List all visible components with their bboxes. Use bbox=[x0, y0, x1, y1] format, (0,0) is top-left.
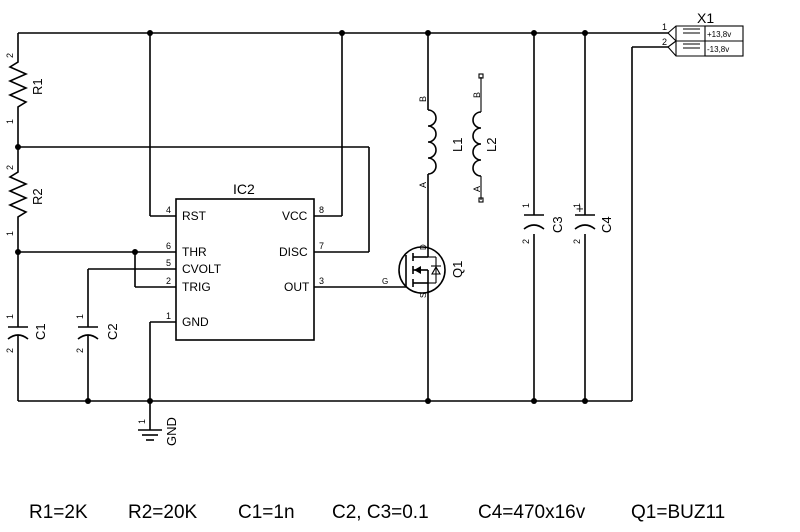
c4-pin2: 2 bbox=[572, 239, 582, 244]
ground-symbol: 1 GND bbox=[137, 417, 179, 446]
q1-drain-label: D bbox=[419, 244, 428, 250]
gnd-label: GND bbox=[164, 417, 179, 446]
x1-pin2-label: -13,8v bbox=[707, 45, 729, 54]
x1-label: X1 bbox=[697, 10, 714, 26]
ic-pin-rst-label: RST bbox=[182, 209, 207, 223]
ic-pin-3-number: 3 bbox=[319, 276, 324, 286]
l2-terminal-b: B bbox=[472, 92, 482, 98]
ic2-label: IC2 bbox=[233, 181, 255, 197]
capacitor-c4: + C4 1 2 bbox=[572, 201, 614, 244]
c3-label: C3 bbox=[550, 216, 565, 233]
l2-label: L2 bbox=[484, 138, 499, 152]
capacitor-c1: C1 1 2 bbox=[5, 314, 48, 353]
c3-pin2: 2 bbox=[521, 239, 531, 244]
ic-pin-5-number: 5 bbox=[166, 258, 171, 268]
connector-x1: X1 1 2 +13,8v -13,8v bbox=[662, 10, 744, 57]
r2-pin1: 1 bbox=[5, 231, 15, 236]
x1-pin1-number: 1 bbox=[662, 22, 667, 32]
caption-q1: Q1=BUZ11 bbox=[631, 502, 725, 523]
ic-pin-disc-label: DISC bbox=[279, 245, 308, 259]
resistor-r1: R1 2 1 bbox=[5, 53, 45, 124]
l1-label: L1 bbox=[450, 138, 465, 152]
capacitor-c3: C3 1 2 bbox=[521, 203, 565, 244]
c2-pin1: 1 bbox=[75, 314, 85, 319]
ic-pin-vcc-label: VCC bbox=[282, 209, 308, 223]
c4-pin1: 1 bbox=[572, 203, 582, 208]
c1-pin1: 1 bbox=[5, 314, 15, 319]
r1-pin2: 2 bbox=[5, 53, 15, 58]
mosfet-q1: Q1 G D S bbox=[382, 240, 465, 300]
ic-pin-thr-label: THR bbox=[182, 245, 207, 259]
ic-pin-8-number: 8 bbox=[319, 205, 324, 215]
q1-source-label: S bbox=[419, 293, 428, 298]
ic-pin-1-number: 1 bbox=[166, 311, 171, 321]
q1-gate-label: G bbox=[382, 277, 388, 286]
l1-terminal-b: B bbox=[418, 96, 428, 102]
component-values-caption: R1=2K R2=20K C1=1n C2, C3=0.1 C4=470x16v… bbox=[29, 502, 725, 523]
inductor-l2: L2 B A bbox=[472, 73, 499, 203]
wires bbox=[17, 32, 668, 430]
inductor-l1: L1 B A bbox=[418, 96, 465, 188]
junction-dots bbox=[15, 30, 588, 404]
caption-r2: R2=20K bbox=[128, 502, 198, 523]
r2-pin2: 2 bbox=[5, 165, 15, 170]
r1-pin1: 1 bbox=[5, 119, 15, 124]
gnd-pin-number: 1 bbox=[137, 419, 147, 424]
c4-polarity-mark: + bbox=[576, 201, 584, 216]
c3-pin1: 1 bbox=[521, 203, 531, 208]
caption-c2c3: C2, C3=0.1 bbox=[332, 502, 429, 523]
r2-label: R2 bbox=[30, 188, 45, 205]
c1-label: C1 bbox=[33, 323, 48, 340]
ic-pin-cvolt-label: CVOLT bbox=[182, 262, 222, 276]
r1-label: R1 bbox=[30, 78, 45, 95]
l1-terminal-a: A bbox=[418, 182, 428, 188]
caption-c4: C4=470x16v bbox=[478, 502, 586, 523]
ic-pin-gnd-label: GND bbox=[182, 315, 209, 329]
ic-pin-out-label: OUT bbox=[284, 280, 310, 294]
capacitor-c2: C2 1 2 bbox=[75, 314, 120, 353]
c4-label: C4 bbox=[599, 216, 614, 233]
x1-pin1-label: +13,8v bbox=[707, 30, 731, 39]
caption-c1: C1=1n bbox=[238, 502, 295, 523]
c2-label: C2 bbox=[105, 323, 120, 340]
ic-pin-trig-label: TRIG bbox=[182, 280, 211, 294]
l2-terminal-a: A bbox=[472, 186, 482, 192]
ic-pin-4-number: 4 bbox=[166, 205, 171, 215]
caption-r1: R1=2K bbox=[29, 502, 88, 523]
c2-pin2: 2 bbox=[75, 348, 85, 353]
resistor-r2: R2 2 1 bbox=[5, 163, 45, 236]
x1-pin2-number: 2 bbox=[662, 37, 667, 47]
ic-pin-2-number: 2 bbox=[166, 276, 171, 286]
ic-pin-7-number: 7 bbox=[319, 241, 324, 251]
ic2-555-timer: IC2 RST THR CVOLT TRIG GND VCC DISC OUT … bbox=[166, 181, 324, 341]
q1-label: Q1 bbox=[450, 261, 465, 278]
c1-pin2: 2 bbox=[5, 348, 15, 353]
ic-pin-6-number: 6 bbox=[166, 241, 171, 251]
